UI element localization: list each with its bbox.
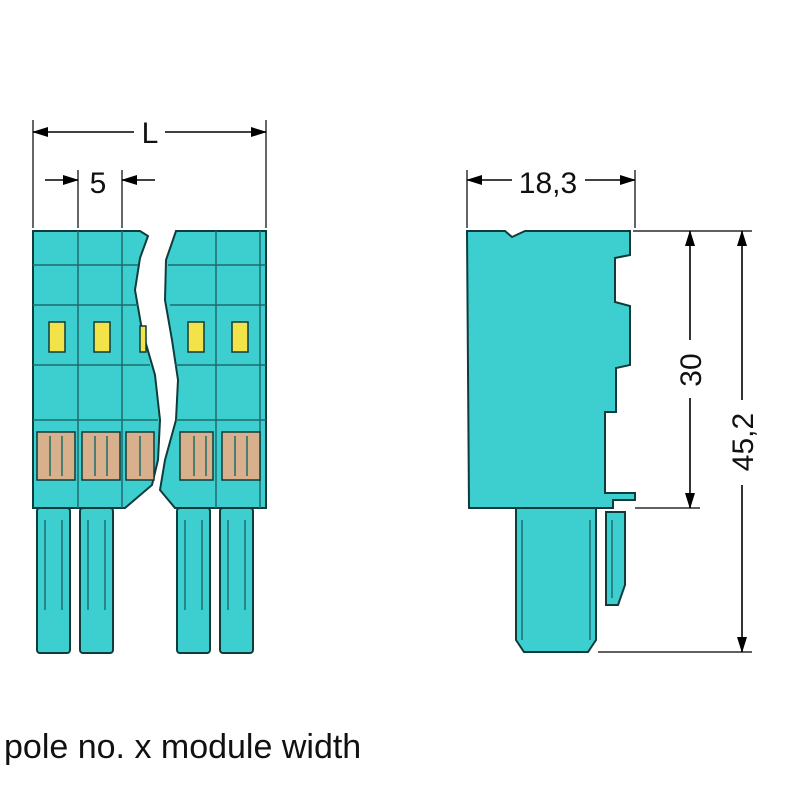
latch-window [48,321,66,353]
height-label: 30 [675,353,708,386]
front-pins [36,507,254,654]
dimension-pitch: 5 [45,167,155,228]
contact-slot [179,431,214,481]
total-height-label: 45,2 [727,413,760,471]
latch-windows [48,321,249,353]
pin [36,507,71,654]
pin [79,507,114,654]
latch-window [139,325,147,353]
caption: pole no. x module width [4,728,362,766]
side-view: 18,3 30 45,2 [465,167,760,653]
dimension-height: 30 [633,230,708,509]
latch-window [231,321,249,353]
length-label: L [142,117,159,150]
latch-window [93,321,111,353]
front-view: L 5 [32,117,267,654]
side-pin [515,507,597,653]
dimension-width: 18,3 [466,167,636,228]
contact-slot [36,431,76,481]
contact-slot [221,431,261,481]
dimension-length: L [32,117,267,228]
pitch-label: 5 [90,167,107,200]
side-latch [605,511,626,606]
front-bands [33,231,266,508]
dimension-total-height: 45,2 [598,230,760,653]
pin [176,507,211,654]
contact-slot [81,431,121,481]
width-label: 18,3 [519,167,577,200]
side-housing [465,230,636,509]
latch-window [187,321,205,353]
contact-slots [36,431,261,481]
pin [219,507,254,654]
